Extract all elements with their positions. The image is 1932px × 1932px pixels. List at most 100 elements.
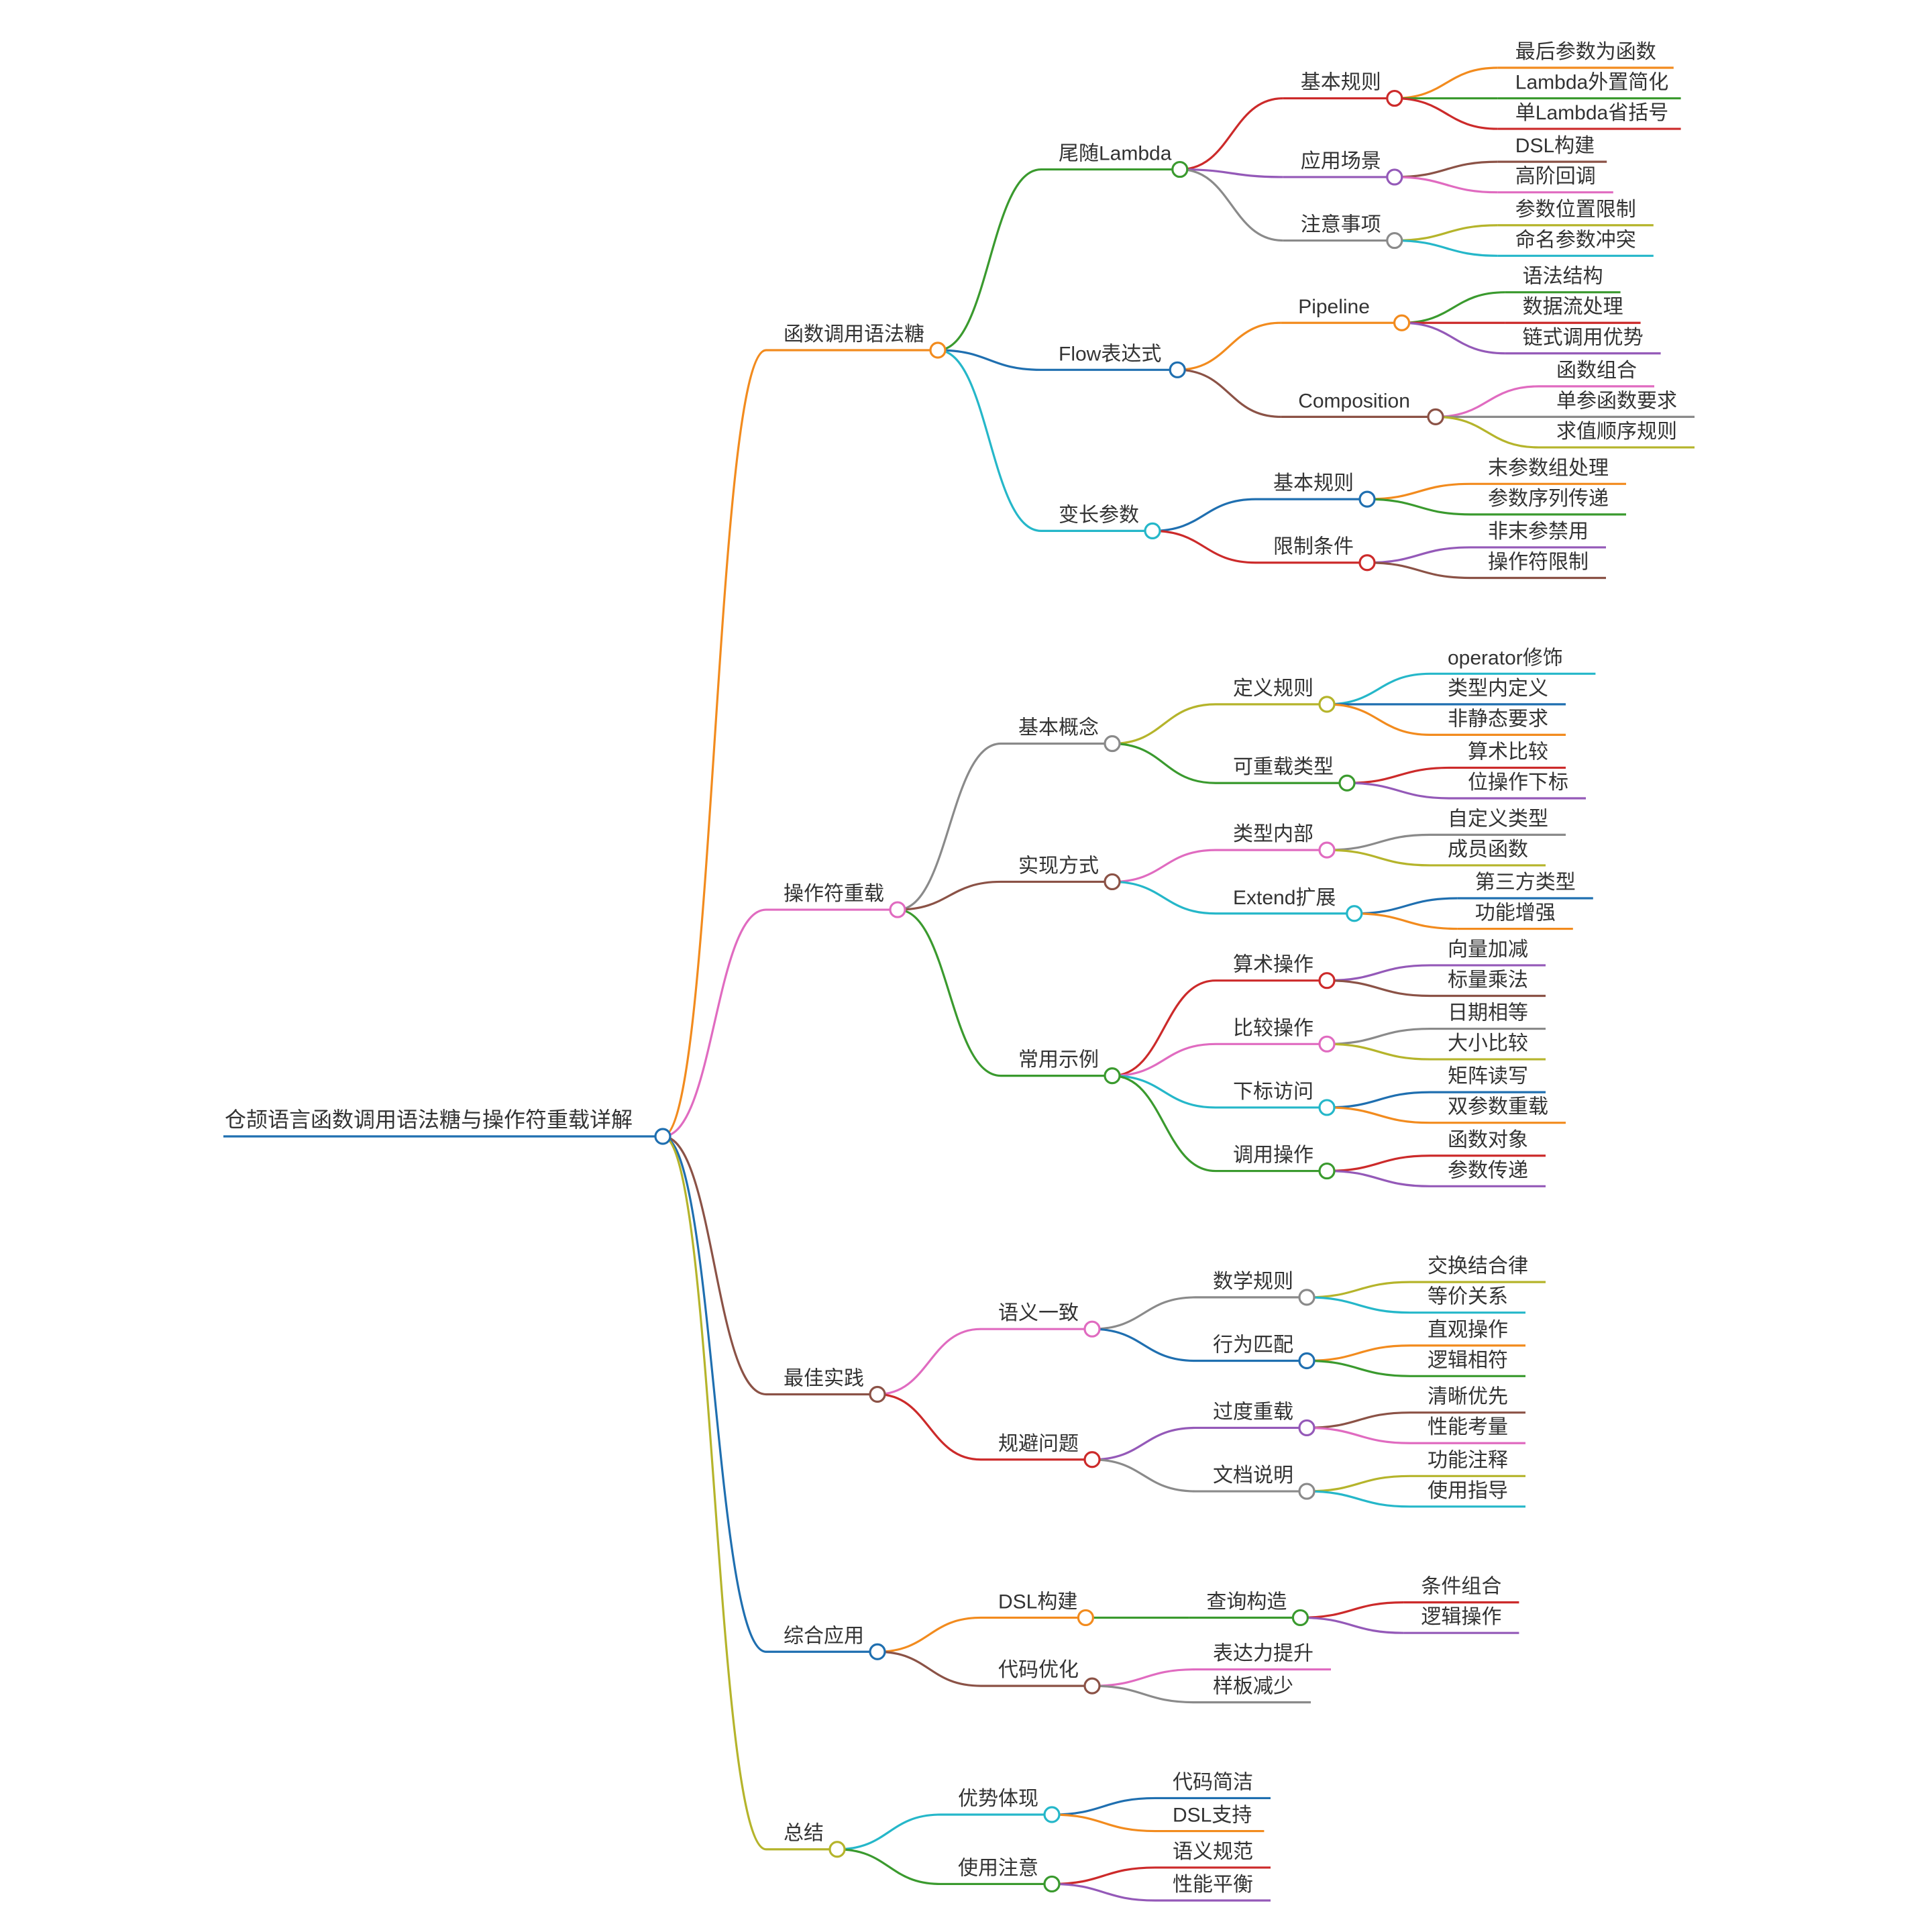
leaf-topic[interactable]: Lambda外置简化 [1515,72,1668,94]
leaf-topic[interactable]: 自定义类型 [1448,808,1548,830]
topic-d2[interactable]: 尾随Lambda [1059,143,1172,165]
collapse-toggle-icon[interactable] [1386,168,1403,186]
collapse-toggle-icon[interactable] [1318,972,1336,989]
leaf-topic[interactable]: 性能考量 [1428,1416,1508,1438]
leaf-topic[interactable]: 矩阵读写 [1448,1065,1528,1087]
leaf-topic[interactable]: 函数对象 [1448,1129,1528,1151]
topic-d2[interactable]: 使用注意 [958,1857,1038,1879]
collapse-toggle-icon[interactable] [1298,1483,1316,1500]
collapse-toggle-icon[interactable] [1386,89,1403,107]
leaf-topic[interactable]: 链式调用优势 [1523,327,1644,349]
topic-d3[interactable]: 比较操作 [1233,1017,1313,1039]
leaf-topic[interactable]: 表达力提升 [1213,1643,1313,1665]
topic-d1[interactable]: 总结 [784,1823,824,1845]
leaf-topic[interactable]: 清晰优先 [1428,1386,1508,1408]
collapse-toggle-icon[interactable] [1386,231,1403,250]
collapse-toggle-icon[interactable] [1077,1609,1095,1627]
collapse-toggle-icon[interactable] [828,1841,846,1858]
leaf-topic[interactable]: 代码简洁 [1173,1771,1253,1793]
topic-d3[interactable]: Extend扩展 [1233,887,1336,909]
leaf-topic[interactable]: 最后参数为函数 [1515,41,1656,63]
topic-d3[interactable]: 限制条件 [1273,536,1354,558]
collapse-toggle-icon[interactable] [1393,314,1411,331]
leaf-topic[interactable]: 类型内定义 [1448,678,1548,700]
leaf-topic[interactable]: 功能增强 [1475,902,1556,924]
leaf-topic[interactable]: 位操作下标 [1468,771,1568,794]
leaf-topic[interactable]: 参数序列传递 [1488,488,1609,510]
collapse-toggle-icon[interactable] [1318,1035,1336,1053]
leaf-topic[interactable]: 非静态要求 [1448,708,1548,730]
collapse-toggle-icon[interactable] [929,341,947,359]
topic-d2[interactable]: Flow表达式 [1059,343,1161,365]
collapse-toggle-icon[interactable] [1298,1419,1316,1437]
collapse-toggle-icon[interactable] [1083,1451,1101,1468]
topic-d2[interactable]: 基本概念 [1018,717,1099,739]
leaf-topic[interactable]: 函数组合 [1556,360,1637,382]
leaf-topic[interactable]: 参数传递 [1448,1159,1528,1181]
topic-d2[interactable]: DSL构建 [998,1591,1077,1613]
leaf-topic[interactable]: 标量乘法 [1448,969,1528,991]
leaf-topic[interactable]: 样板减少 [1213,1676,1293,1698]
topic-d1[interactable]: 综合应用 [784,1625,864,1647]
collapse-toggle-icon[interactable] [1104,735,1121,753]
collapse-toggle-icon[interactable] [1427,408,1444,426]
collapse-toggle-icon[interactable] [1171,160,1189,178]
topic-d3[interactable]: 类型内部 [1233,823,1313,845]
topic-d1[interactable]: 最佳实践 [784,1367,864,1389]
leaf-topic[interactable]: 算术比较 [1468,741,1548,763]
topic-d2[interactable]: 实现方式 [1018,855,1099,877]
collapse-toggle-icon[interactable] [1291,1609,1309,1627]
collapse-toggle-icon[interactable] [1169,361,1186,378]
topic-d1[interactable]: 函数调用语法糖 [784,323,924,345]
collapse-toggle-icon[interactable] [1083,1677,1101,1695]
topic-d3[interactable]: 行为匹配 [1213,1334,1293,1356]
topic-d3[interactable]: 基本规则 [1273,472,1354,494]
topic-d3[interactable]: 注意事项 [1301,214,1381,236]
topic-d3[interactable]: 算术操作 [1233,954,1313,976]
leaf-topic[interactable]: 语义规范 [1173,1841,1253,1863]
topic-d2[interactable]: 规避问题 [998,1433,1079,1455]
topic-d3[interactable]: 数学规则 [1213,1271,1293,1293]
leaf-topic[interactable]: 操作符限制 [1488,551,1589,573]
leaf-topic[interactable]: 逻辑操作 [1421,1606,1501,1628]
collapse-toggle-icon[interactable] [1318,696,1336,713]
leaf-topic[interactable]: 求值顺序规则 [1556,421,1677,443]
collapse-toggle-icon[interactable] [1104,1067,1121,1085]
collapse-toggle-icon[interactable] [1083,1320,1101,1338]
leaf-topic[interactable]: 成员函数 [1448,839,1528,861]
collapse-toggle-icon[interactable] [1298,1289,1316,1306]
leaf-topic[interactable]: 非末参禁用 [1488,521,1589,543]
collapse-toggle-icon[interactable] [1144,522,1161,540]
collapse-toggle-icon[interactable] [1104,873,1121,891]
leaf-topic[interactable]: DSL构建 [1515,135,1595,157]
leaf-topic[interactable]: 命名参数冲突 [1515,229,1636,251]
topic-d2[interactable]: 语义一致 [998,1302,1079,1324]
collapse-toggle-icon[interactable] [1318,1099,1336,1116]
leaf-topic[interactable]: DSL支持 [1173,1805,1252,1827]
collapse-toggle-icon[interactable] [869,1643,886,1660]
leaf-topic[interactable]: 日期相等 [1448,1002,1528,1024]
leaf-topic[interactable]: 大小比较 [1448,1032,1528,1055]
topic-d2[interactable]: 常用示例 [1018,1049,1099,1071]
leaf-topic[interactable]: 直观操作 [1428,1319,1508,1341]
collapse-toggle-icon[interactable] [1318,841,1336,859]
collapse-toggle-icon[interactable] [1043,1875,1061,1893]
topic-d3[interactable]: 文档说明 [1213,1464,1293,1487]
leaf-topic[interactable]: 双参数重载 [1448,1096,1548,1118]
leaf-topic[interactable]: 交换结合律 [1428,1255,1528,1277]
topic-d1[interactable]: 操作符重载 [784,883,884,905]
leaf-topic[interactable]: 向量加减 [1448,938,1528,961]
leaf-topic[interactable]: 单参函数要求 [1556,390,1677,412]
leaf-topic[interactable]: 第三方类型 [1475,871,1576,894]
topic-d3[interactable]: 可重载类型 [1233,756,1334,778]
topic-d3[interactable]: 查询构造 [1206,1591,1287,1613]
topic-d2[interactable]: 代码优化 [998,1659,1079,1681]
topic-d3[interactable]: 调用操作 [1233,1144,1313,1167]
leaf-topic[interactable]: 数据流处理 [1523,296,1623,318]
leaf-topic[interactable]: 条件组合 [1421,1576,1501,1598]
collapse-toggle-icon[interactable] [1318,1162,1336,1180]
topic-d3[interactable]: 定义规则 [1233,678,1313,700]
collapse-toggle-icon[interactable] [1346,905,1363,922]
collapse-toggle-icon[interactable] [1043,1806,1061,1823]
collapse-toggle-icon[interactable] [1338,774,1356,792]
